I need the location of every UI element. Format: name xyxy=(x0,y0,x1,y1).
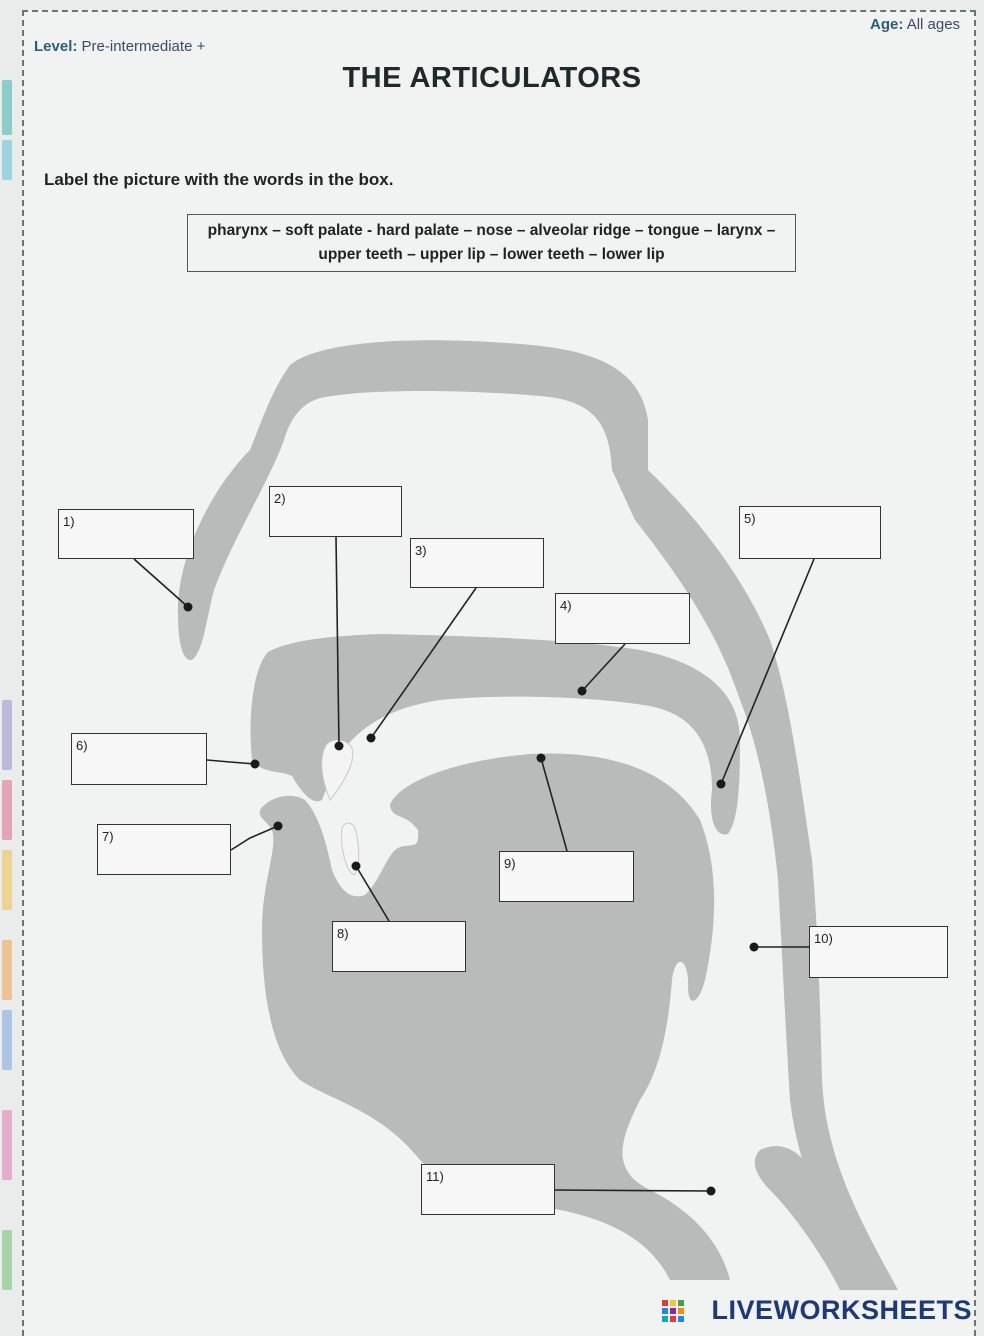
pointer-line-11 xyxy=(555,1190,711,1191)
label-number: 4) xyxy=(560,598,572,613)
pointer-dot-1 xyxy=(184,603,193,612)
label-box-2[interactable]: 2) xyxy=(269,486,402,537)
label-box-6[interactable]: 6) xyxy=(71,733,207,785)
label-box-11[interactable]: 11) xyxy=(421,1164,555,1215)
pointer-line-1 xyxy=(134,559,188,607)
answer-input-3[interactable] xyxy=(433,545,537,581)
label-box-4[interactable]: 4) xyxy=(555,593,690,644)
pointer-dot-7 xyxy=(274,822,283,831)
answer-input-4[interactable] xyxy=(578,600,683,637)
pointer-dot-8 xyxy=(352,862,361,871)
pointer-line-6 xyxy=(207,760,255,764)
label-number: 7) xyxy=(102,829,114,844)
label-number: 2) xyxy=(274,491,286,506)
label-box-8[interactable]: 8) xyxy=(332,921,466,972)
pointer-dot-4 xyxy=(578,687,587,696)
answer-input-6[interactable] xyxy=(94,740,200,778)
label-box-5[interactable]: 5) xyxy=(739,506,881,559)
liveworksheets-logo-icon xyxy=(662,1300,684,1322)
answer-input-11[interactable] xyxy=(444,1171,548,1208)
answer-input-8[interactable] xyxy=(355,928,459,965)
pointer-dot-9 xyxy=(537,754,546,763)
label-number: 9) xyxy=(504,856,516,871)
label-box-1[interactable]: 1) xyxy=(58,509,194,559)
label-number: 3) xyxy=(415,543,427,558)
label-number: 6) xyxy=(76,738,88,753)
pointer-dot-10 xyxy=(750,943,759,952)
label-number: 11) xyxy=(426,1169,444,1184)
pointer-dot-6 xyxy=(251,760,260,769)
answer-input-2[interactable] xyxy=(292,493,395,530)
label-box-7[interactable]: 7) xyxy=(97,824,231,875)
label-box-3[interactable]: 3) xyxy=(410,538,544,588)
answer-input-7[interactable] xyxy=(120,831,224,868)
label-number: 8) xyxy=(337,926,349,941)
label-number: 5) xyxy=(744,511,756,526)
label-number: 1) xyxy=(63,514,75,529)
pointer-dot-11 xyxy=(707,1187,716,1196)
label-box-10[interactable]: 10) xyxy=(809,926,948,978)
pointer-dot-3 xyxy=(367,734,376,743)
answer-input-1[interactable] xyxy=(81,516,187,552)
liveworksheets-watermark: LIVEWORKSHEETS xyxy=(711,1295,972,1326)
pointer-dot-2 xyxy=(335,742,344,751)
answer-input-9[interactable] xyxy=(522,858,627,895)
answer-input-10[interactable] xyxy=(832,933,941,971)
label-box-9[interactable]: 9) xyxy=(499,851,634,902)
label-number: 10) xyxy=(814,931,833,946)
pointer-line-7 xyxy=(231,826,278,850)
answer-input-5[interactable] xyxy=(762,513,874,552)
pointer-dot-5 xyxy=(717,780,726,789)
